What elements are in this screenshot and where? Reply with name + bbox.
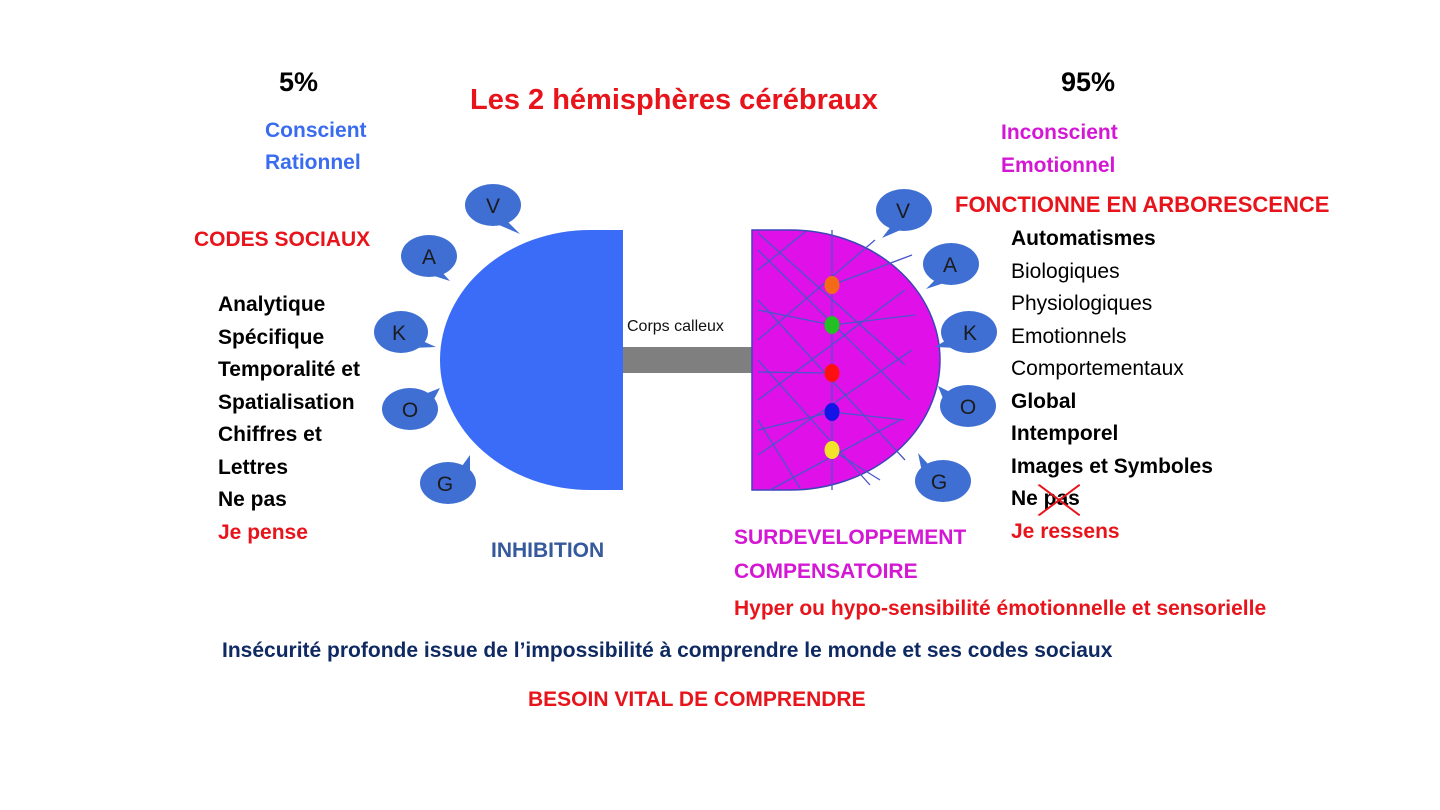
label-rationnel: Rationnel bbox=[265, 151, 361, 174]
label-compensatoire: COMPENSATOIRE bbox=[734, 560, 918, 583]
bubble-left-a-label: A bbox=[422, 246, 436, 269]
bubble-right-g: G bbox=[915, 453, 971, 502]
bubble-right-g-label: G bbox=[931, 471, 947, 494]
bubble-right-v: V bbox=[876, 189, 932, 238]
bubble-right-v-label: V bbox=[896, 200, 910, 223]
label-conscient: Conscient bbox=[265, 119, 367, 142]
bubble-left-v-label: V bbox=[486, 195, 500, 218]
dot-yellow bbox=[824, 441, 840, 459]
bubble-left-g-label: G bbox=[437, 473, 453, 496]
left-item-ne-pas: Ne pas bbox=[218, 488, 287, 511]
right-item-global: Global bbox=[1011, 389, 1077, 413]
label-corps-calleux: Corps calleux bbox=[627, 318, 724, 335]
left-hemisphere bbox=[440, 230, 623, 490]
right-item-ne-pas: Ne pas bbox=[1011, 487, 1080, 510]
bubble-right-k-label: K bbox=[963, 322, 977, 345]
corps-calleux-bridge bbox=[623, 347, 753, 373]
left-item-specifique: Spécifique bbox=[218, 325, 325, 349]
bubble-left-o: O bbox=[382, 388, 440, 430]
bubble-left-g: G bbox=[420, 455, 476, 504]
left-list: Analytique Spécifique Temporalité et Spa… bbox=[218, 289, 360, 549]
left-bubbles: V A K O G bbox=[374, 184, 521, 504]
label-inconscient: Inconscient bbox=[1001, 121, 1118, 144]
left-percent: 5% bbox=[279, 67, 319, 97]
dot-red bbox=[824, 364, 840, 382]
chakra-dots bbox=[824, 276, 840, 459]
right-list: Automatismes Biologiques Physiologiques … bbox=[1011, 223, 1213, 548]
bubble-right-o: O bbox=[938, 385, 996, 427]
bubble-left-k: K bbox=[374, 311, 436, 353]
right-item-emotionnels: Emotionnels bbox=[1011, 324, 1127, 348]
arborescence-network bbox=[757, 230, 916, 491]
right-hemisphere bbox=[751, 229, 941, 491]
label-hyper-hypo: Hyper ou hypo-sensibilité émotionnelle e… bbox=[734, 597, 1267, 620]
bubble-left-o-label: O bbox=[402, 399, 418, 422]
label-surdeveloppement: SURDEVELOPPEMENT bbox=[734, 526, 967, 549]
bubble-right-a-label: A bbox=[943, 254, 957, 277]
left-item-temporalite: Temporalité et bbox=[218, 358, 360, 381]
right-item-physiologiques: Physiologiques bbox=[1011, 292, 1153, 315]
dot-orange bbox=[824, 276, 840, 294]
bubble-left-k-label: K bbox=[392, 322, 406, 345]
bubble-left-a: A bbox=[401, 235, 457, 281]
left-je-pense: Je pense bbox=[218, 520, 308, 544]
label-codes-sociaux: CODES SOCIAUX bbox=[194, 228, 371, 251]
right-item-biologiques: Biologiques bbox=[1011, 259, 1120, 283]
right-item-images-symboles: Images et Symboles bbox=[1011, 454, 1213, 478]
left-item-chiffres: Chiffres et bbox=[218, 423, 322, 446]
bubble-right-k: K bbox=[935, 311, 997, 353]
label-insecurite: Insécurité profonde issue de l’impossibi… bbox=[222, 639, 1113, 662]
right-item-ne-pas-crossed: Ne pas bbox=[1011, 483, 1080, 516]
left-item-spatialisation: Spatialisation bbox=[218, 390, 355, 414]
label-besoin-vital: BESOIN VITAL DE COMPRENDRE bbox=[528, 688, 866, 711]
right-item-intemporel: Intemporel bbox=[1011, 422, 1119, 445]
label-inhibition: INHIBITION bbox=[491, 539, 605, 562]
bubble-left-v: V bbox=[465, 184, 521, 234]
cross-out-icon bbox=[1037, 484, 1080, 516]
label-emotionnel: Emotionnel bbox=[1001, 154, 1116, 177]
label-fonctionne-arborescence: FONCTIONNE EN ARBORESCENCE bbox=[955, 192, 1330, 217]
right-bubbles: V A K O G bbox=[876, 189, 997, 502]
right-item-comportementaux: Comportementaux bbox=[1011, 357, 1184, 380]
left-item-analytique: Analytique bbox=[218, 293, 326, 316]
page-title: Les 2 hémisphères cérébraux bbox=[470, 84, 878, 116]
right-item-automatismes: Automatismes bbox=[1011, 227, 1156, 250]
left-item-lettres: Lettres bbox=[218, 455, 289, 479]
right-percent: 95% bbox=[1061, 67, 1116, 97]
dot-green bbox=[824, 316, 840, 334]
right-je-ressens: Je ressens bbox=[1011, 519, 1120, 543]
bubble-right-a: A bbox=[923, 243, 979, 289]
right-item-ne-pas-wrapper: Ne pas bbox=[1011, 483, 1213, 516]
bubble-right-o-label: O bbox=[960, 396, 976, 419]
dot-blue bbox=[824, 403, 840, 421]
